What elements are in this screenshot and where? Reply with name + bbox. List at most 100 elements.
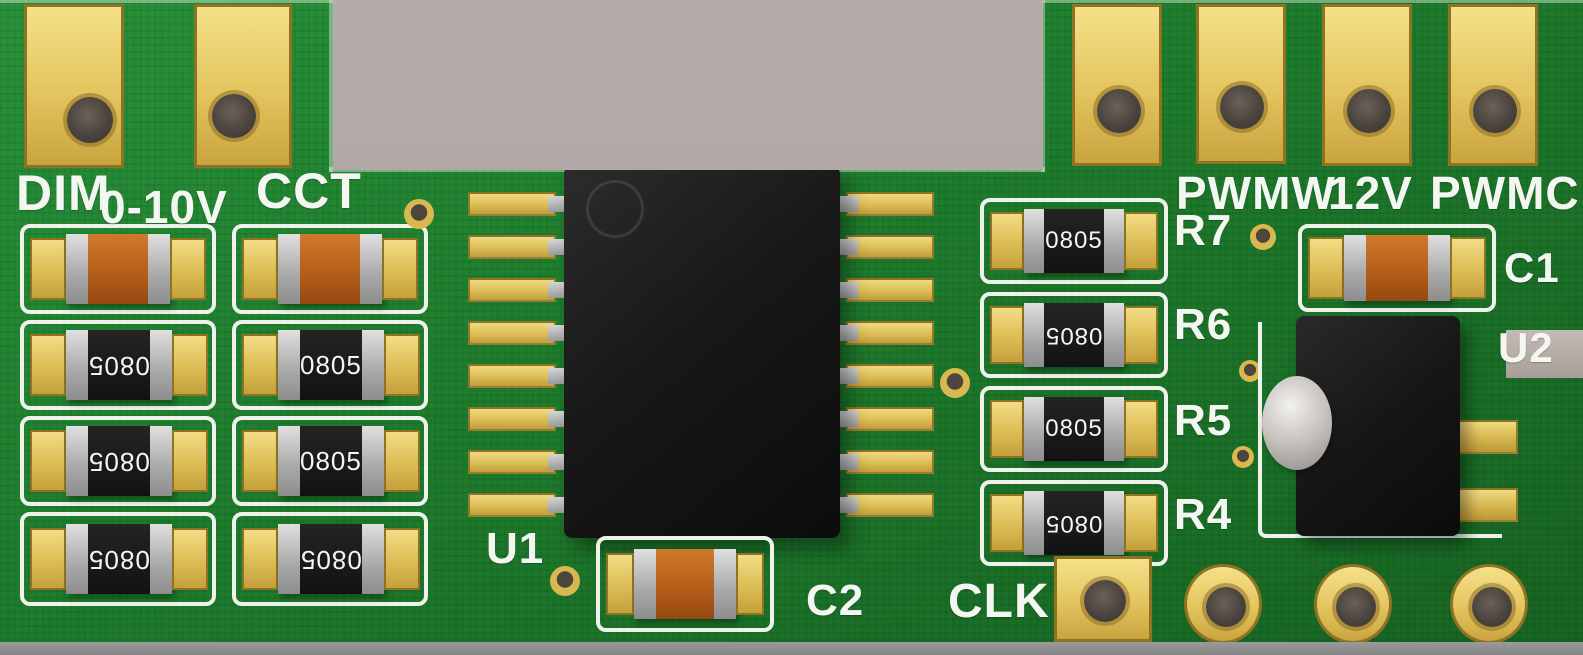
chip-terminal [1104, 209, 1124, 273]
ic-pin [834, 239, 858, 255]
u2-silkscreen-outline [1258, 322, 1502, 538]
chip-terminal [1344, 235, 1366, 301]
chip-terminal [1024, 491, 1044, 555]
smd-marking: 0805 [300, 445, 362, 476]
silkscreen-label-u2: U2 [1498, 324, 1554, 371]
resistor-body: 0805 [1044, 397, 1104, 461]
smd-pad [383, 430, 420, 492]
smd-pad [1308, 237, 1344, 299]
through-hole-pad [1448, 4, 1538, 166]
smd-pad [990, 400, 1024, 458]
silkscreen-label-c1: C1 [1504, 244, 1560, 291]
resistor-chip: 0805 [278, 426, 384, 496]
chip-terminal [66, 524, 88, 594]
chip-terminal [278, 330, 300, 400]
smd-pad [382, 238, 418, 300]
capacitor-body [1366, 235, 1428, 301]
resistor-body: 0805 [1044, 303, 1104, 367]
clk-through-hole-pad [1054, 556, 1152, 642]
via [1250, 224, 1276, 250]
ic-pad [846, 364, 934, 388]
ic-pad [468, 321, 556, 345]
board-edge-highlight [1043, 0, 1583, 3]
chip-terminal [66, 330, 88, 400]
via [940, 368, 970, 398]
ic-u1-body [564, 166, 840, 538]
chip-terminal [1024, 209, 1044, 273]
chip-terminal [278, 426, 300, 496]
smd-pad [990, 212, 1024, 270]
capacitor-chip [66, 234, 170, 304]
led-dome [1262, 376, 1332, 470]
resistor-unit: 0805 [232, 320, 428, 410]
smd-pad [242, 528, 278, 590]
resistor-unit: 0805 [20, 416, 216, 506]
smd-pad [990, 494, 1024, 552]
pad-hole [212, 94, 256, 138]
ic-pad [846, 493, 934, 517]
pad-hole [1206, 587, 1246, 627]
smd-pad [1124, 306, 1158, 364]
smd-pad [30, 528, 66, 590]
chip-terminal [149, 426, 172, 496]
resistor-body: 0805 [300, 426, 362, 496]
board-edge-highlight [1041, 0, 1045, 172]
silkscreen-label-dim: DIM [16, 165, 111, 221]
capacitor-unit-c1 [1298, 224, 1496, 312]
ic-pin [834, 411, 858, 427]
ic-pin1-mark [586, 180, 644, 238]
resistor-body: 0805 [300, 524, 362, 594]
through-hole-pad [1322, 4, 1412, 166]
smd-pad [242, 334, 278, 396]
capacitor-chip [1344, 235, 1450, 301]
capacitor-chip [634, 549, 736, 619]
resistor-body: 0805 [88, 524, 150, 594]
ic-pad [468, 192, 556, 216]
silkscreen-label-clk: CLK [948, 575, 1050, 628]
resistor-body: 0805 [88, 426, 150, 496]
capacitor-chip [278, 234, 382, 304]
smd-pad [383, 334, 420, 396]
smd-marking: 0805 [300, 544, 362, 575]
chip-terminal [149, 524, 172, 594]
smd-pad [30, 334, 66, 396]
pad-hole [1220, 85, 1264, 129]
smd-marking: 0805 [1045, 227, 1103, 254]
chip-terminal [360, 234, 382, 304]
smd-pad [1124, 494, 1158, 552]
resistor-chip: 0805 [1024, 209, 1124, 273]
resistor-unit-r4: 0805 [980, 480, 1168, 566]
smd-pad [383, 528, 420, 590]
pad-hole [1084, 580, 1126, 622]
chip-terminal [1024, 303, 1044, 367]
chip-terminal [1104, 397, 1124, 461]
pad-hole [1097, 89, 1141, 133]
component-edge-pad [1506, 330, 1583, 378]
ic-pin [834, 497, 858, 513]
capacitor-body [656, 549, 714, 619]
chip-terminal [1104, 491, 1124, 555]
chip-terminal [1428, 235, 1450, 301]
chip-terminal [148, 234, 170, 304]
resistor-body: 0805 [300, 330, 362, 400]
resistor-chip: 0805 [278, 524, 384, 594]
silkscreen-label-12v: 12V [1328, 167, 1413, 219]
ic-pin [834, 282, 858, 298]
ic-pad [468, 493, 556, 517]
ic-pin [834, 325, 858, 341]
smd-marking: 0805 [300, 349, 362, 380]
resistor-unit: 0805 [20, 512, 216, 606]
ic-pad [846, 278, 934, 302]
resistor-chip: 0805 [1024, 491, 1124, 555]
silkscreen-label-c2: C2 [806, 576, 865, 625]
smd-pad [171, 334, 208, 396]
pad-hole [1347, 89, 1391, 133]
silkscreen-label-u1: U1 [486, 524, 545, 573]
resistor-unit-r5: 0805 [980, 386, 1168, 472]
pad-hole [1336, 587, 1376, 627]
board-edge-highlight [329, 0, 333, 172]
through-hole-pad [1072, 4, 1162, 166]
ic-pad [468, 364, 556, 388]
